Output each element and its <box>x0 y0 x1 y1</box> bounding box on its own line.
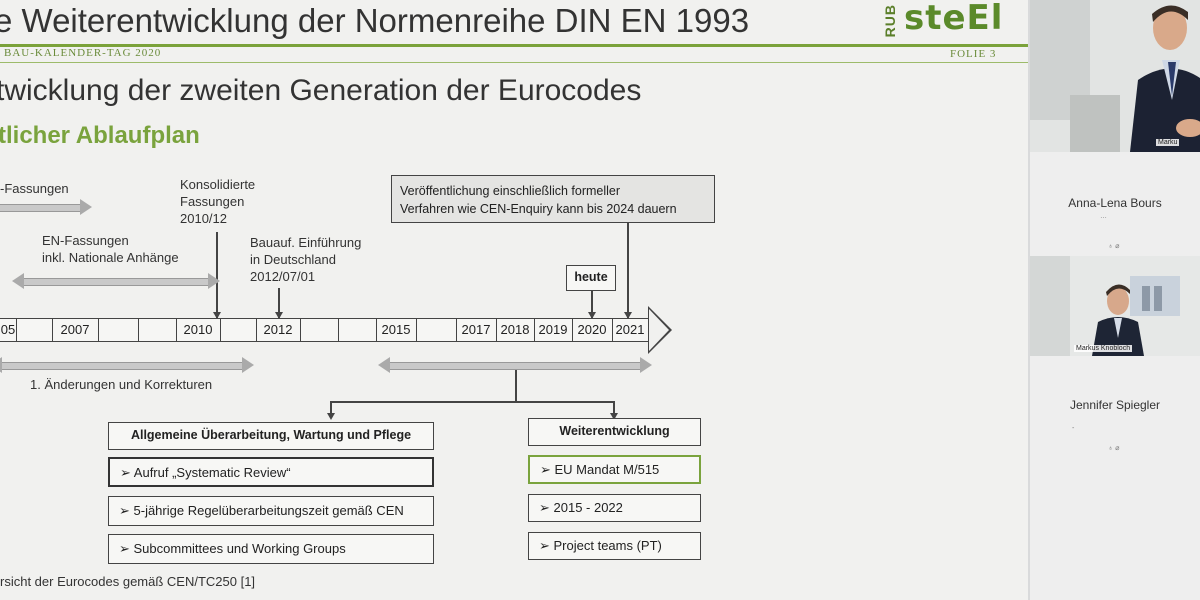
marker-arrow-2021 <box>624 312 632 319</box>
timeline-year: 2015 <box>376 319 417 341</box>
timeline-year <box>300 319 339 341</box>
slide-title: e Weiterentwicklung der Normenreihe DIN … <box>0 2 750 39</box>
marker-arrow-konsolidierte <box>213 312 221 319</box>
label-fassungen: -Fassungen <box>0 181 69 196</box>
participant-name: Anna-Lena Bours <box>1068 196 1162 210</box>
participant-tile-1[interactable]: Marku <box>1030 0 1200 152</box>
arrow-fassungen <box>0 199 92 215</box>
heute-marker: heute <box>566 265 616 291</box>
participant-name: Jennifer Spiegler <box>1069 398 1161 412</box>
marker-line-2021 <box>627 223 629 318</box>
logo-name: steEl <box>904 0 1004 38</box>
timeline-year <box>98 319 139 341</box>
timeline-year: 2021 <box>615 322 645 337</box>
marker-arrow-bauauf <box>275 312 283 319</box>
connector-left-drop <box>330 401 332 417</box>
participant-status: … <box>1100 213 1107 220</box>
speaker-video <box>1030 0 1200 152</box>
timeline-year <box>416 319 457 341</box>
participant-name-tag: Markus Knobloch <box>1074 345 1133 352</box>
arrow-2015-2021 <box>378 357 652 373</box>
section-heading: tlicher Ablaufplan <box>0 122 200 149</box>
right-column-header: Weiterentwicklung <box>528 418 701 446</box>
participant-name-tag: Marku <box>1156 139 1180 146</box>
header-divider <box>0 44 1028 47</box>
label-aenderungen: 1. Änderungen und Korrekturen <box>30 377 213 392</box>
label-konsolidierte: Konsolidierte Fassungen 2010/12 <box>180 177 256 226</box>
timeline-year <box>220 319 257 341</box>
participant-tile-3[interactable]: Markus Knobloch <box>1030 256 1200 356</box>
timeline-year: 2007 <box>52 319 99 341</box>
timeline-bar: 05 2007 2010 2012 2015 2017 2018 2019 20… <box>0 318 650 342</box>
arrow-en-fassungen <box>12 273 220 289</box>
timeline-year: 2010 <box>176 319 221 341</box>
timeline-year: 2020 <box>572 319 613 341</box>
timeline-year: 2019 <box>534 319 573 341</box>
timeline-year: 2017 <box>456 319 497 341</box>
arrow-aenderungen <box>0 357 254 373</box>
left-item-regelueberarbeitung: ➢ 5-jährige Regelüberarbeitungszeit gemä… <box>108 496 434 526</box>
mic-status-icon: ♁ ⌀ <box>1108 445 1120 452</box>
timeline-year: 2012 <box>256 319 301 341</box>
slide-caption: rsicht der Eurocodes gemäß CEN/TC250 [1] <box>0 574 256 589</box>
marker-line-heute <box>591 291 593 318</box>
right-item-project-teams: ➢ Project teams (PT) <box>528 532 701 560</box>
timeline-year <box>138 319 177 341</box>
marker-line-bauauf <box>278 288 280 318</box>
presentation-slide: e Weiterentwicklung der Normenreihe DIN … <box>0 0 1028 600</box>
right-item-2015-2022: ➢ 2015 - 2022 <box>528 494 701 522</box>
mic-status-icon: ♁ ⌀ <box>1108 243 1120 250</box>
label-en-fassungen: EN-Fassungen inkl. Nationale Anhänge <box>42 233 179 265</box>
timeline-year <box>16 319 53 341</box>
slide-event-label: BAU-KALENDER-TAG 2020 <box>4 47 162 59</box>
connector-horizontal <box>330 401 614 403</box>
left-item-systematic-review: ➢ Aufruf „Systematic Review“ <box>108 457 434 487</box>
timeline-year: 2018 <box>496 319 535 341</box>
left-column-header: Allgemeine Überarbeitung, Wartung und Pf… <box>108 422 434 450</box>
slide-number: FOLIE 3 <box>950 48 997 60</box>
right-item-eu-mandat: ➢ EU Mandat M/515 <box>528 455 701 484</box>
connector-left-arrow <box>327 413 335 420</box>
connector-stem <box>515 370 517 402</box>
slide-subtitle: twicklung der zweiten Generation der Eur… <box>0 74 642 107</box>
subheader-divider <box>0 62 1028 63</box>
left-item-subcommittees: ➢ Subcommittees und Working Groups <box>108 534 434 564</box>
connector-right-drop <box>613 401 615 417</box>
timeline-year <box>338 319 377 341</box>
participant-video <box>1030 256 1200 356</box>
callout-veroeffentlichung: Veröffentlichung einschließlich formelle… <box>391 175 715 223</box>
timeline-year: 05 <box>0 319 17 341</box>
marker-arrow-heute <box>588 312 596 319</box>
label-bauauf: Bauauf. Einführung in Deutschland 2012/0… <box>250 235 362 284</box>
connector-right-arrow <box>610 413 618 420</box>
timeline-arrowhead-fill <box>649 309 669 351</box>
logo-prefix: RUB <box>882 4 898 38</box>
participant-status: - <box>1072 425 1075 432</box>
